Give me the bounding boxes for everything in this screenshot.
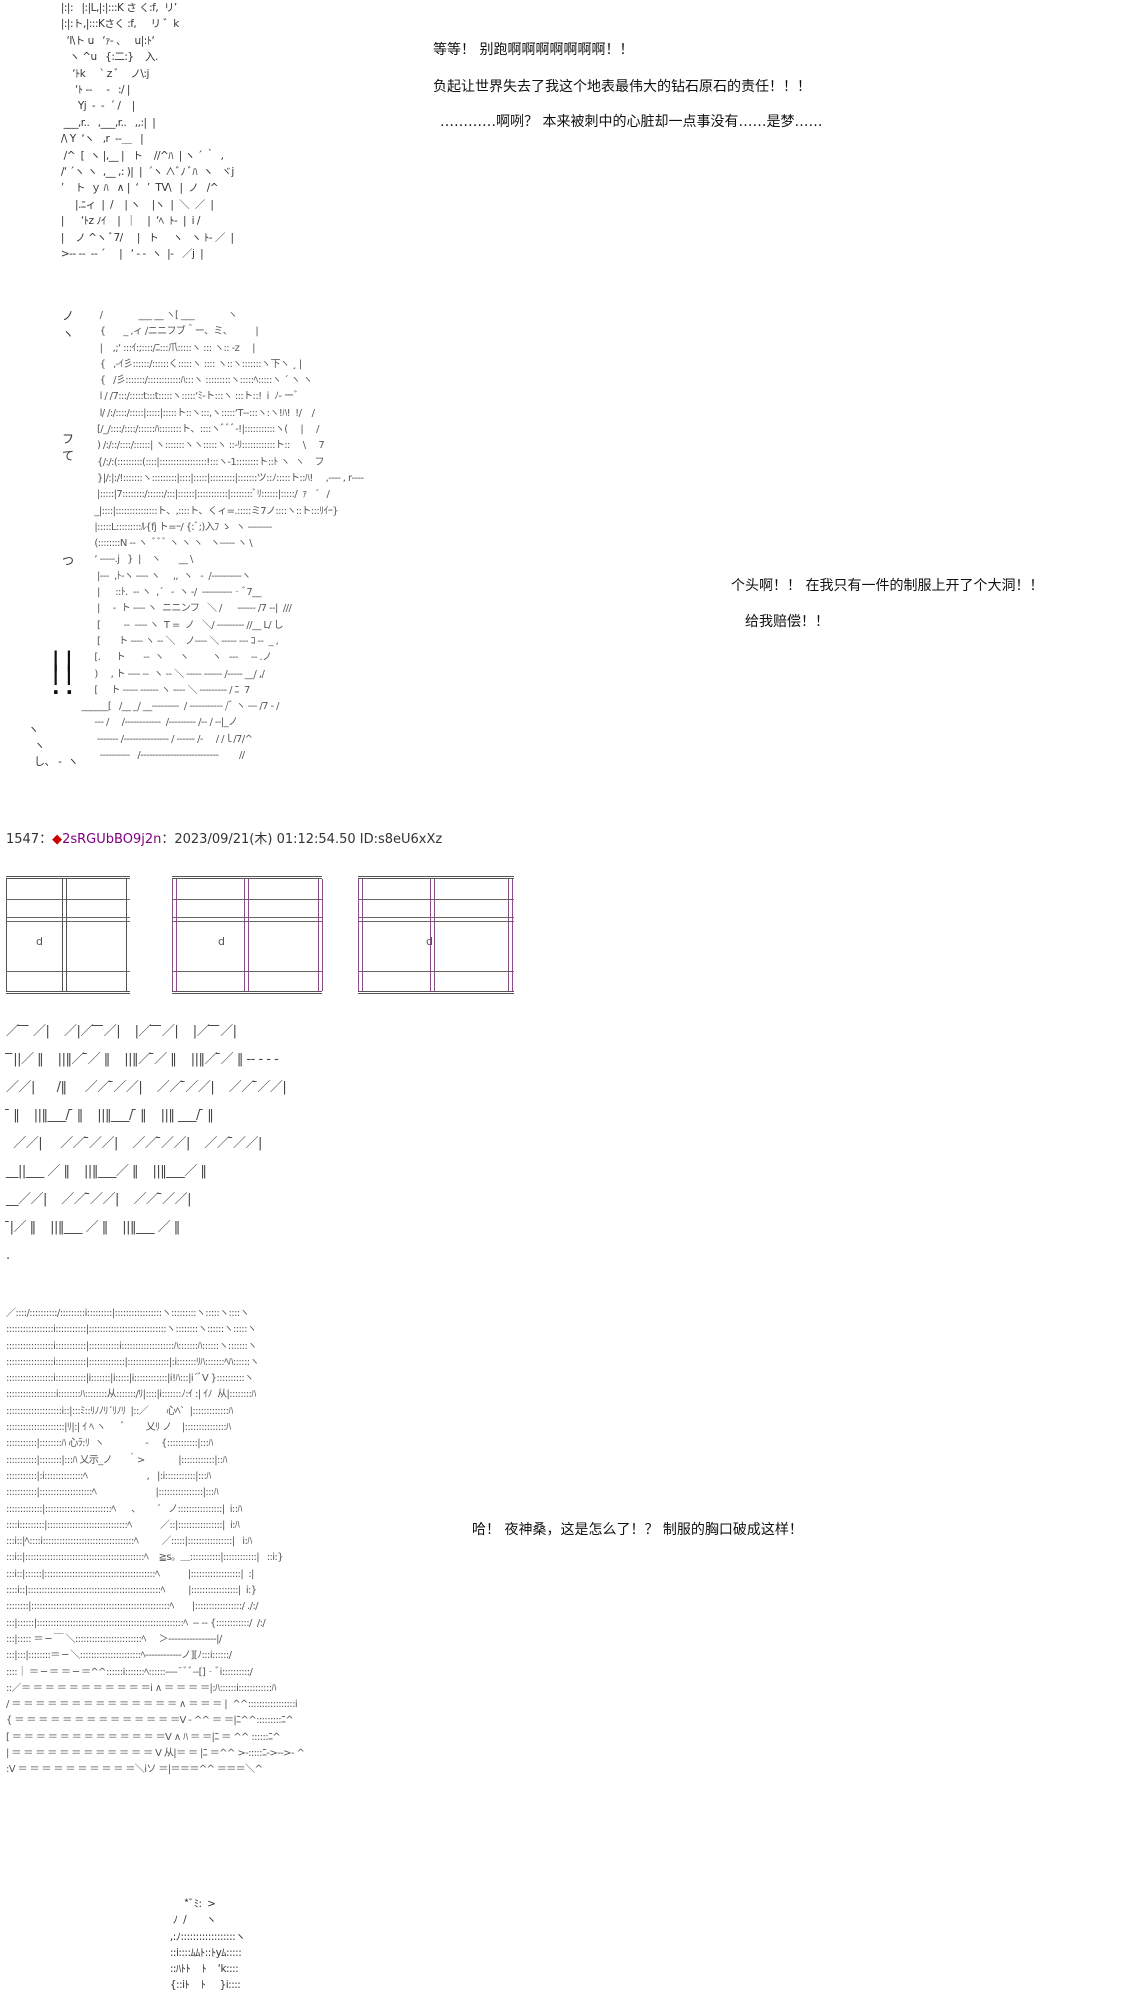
- window-frame-2: d: [172, 876, 323, 994]
- dialog-line-2: 负起让世界失去了我这个地表最伟大的钻石原石的责任！！！: [433, 79, 811, 95]
- window-frame-1: d: [6, 876, 130, 994]
- aa-top-figure: |:|: |:|L,|:|:::K さ く:f, リ’ |:|:ト,|:::Kさ…: [60, 2, 234, 261]
- aa-big-figure: ／::::/::::::::::/:::::::::i:::::::::|:::…: [6, 1308, 305, 1776]
- post-separator-2: ：: [161, 832, 175, 847]
- window-glass-1: d: [36, 935, 43, 948]
- post-trip[interactable]: 2sRGUbBO9j2n: [62, 832, 162, 847]
- aa-bottom-figure: *ﾞﾐ: > ﾉ / ヽ ,:ﾉ::::::::::::::::::ヽ ::i:…: [169, 1898, 246, 1992]
- window-panel-row: d d d: [6, 876, 576, 994]
- post-separator: ：: [39, 832, 53, 847]
- aa-exclaim: | | | | . .: [52, 647, 73, 699]
- dialog-line-1: 等等！ 别跑啊啊啊啊啊啊啊！！: [433, 42, 634, 58]
- dialog-line-5: 给我赔偿！！: [745, 614, 829, 630]
- aa-bottom-left-mark: ヽ ヽ し、 ‐ ヽ: [28, 723, 78, 768]
- aa-mid-left-marks: ノ ヽ フ て つ: [62, 309, 74, 568]
- post-datetime: 2023/09/21(木) 01:12:54.50 ID:s8eU6xXz: [174, 832, 443, 847]
- post-number: 1547: [6, 832, 40, 847]
- window-glass-2: d: [218, 935, 225, 948]
- aa-mid-figure: / ___ __ ヽ[ ___ ヽ { _ ,ィ /ニニフブ＾ー、ミ、 | | …: [81, 310, 365, 762]
- post-header: 1547：◆2sRGUbBO9j2n：2023/09/21(木) 01:12:5…: [6, 828, 442, 847]
- trip-mark-icon: ◆: [52, 832, 63, 847]
- dialog-line-6: 哈！ 夜神桑，这是怎么了！？ 制服的胸口破成这样！: [472, 1522, 803, 1538]
- aa-boxes: ／ ̄ ̄ ̄ ／| ／|／ ̄ ̄ ̄／| |／ ̄ ̄ ̄／| |／ ̄ ̄…: [6, 1024, 287, 1263]
- dialog-line-4: 个头啊！！ 在我只有一件的制服上开了个大洞！！: [731, 578, 1044, 594]
- window-frame-3: d: [358, 876, 514, 994]
- dialog-line-3: …………啊咧？ 本来被刺中的心脏却一点事没有……是梦……: [440, 114, 823, 130]
- window-glass-3: d: [426, 935, 433, 948]
